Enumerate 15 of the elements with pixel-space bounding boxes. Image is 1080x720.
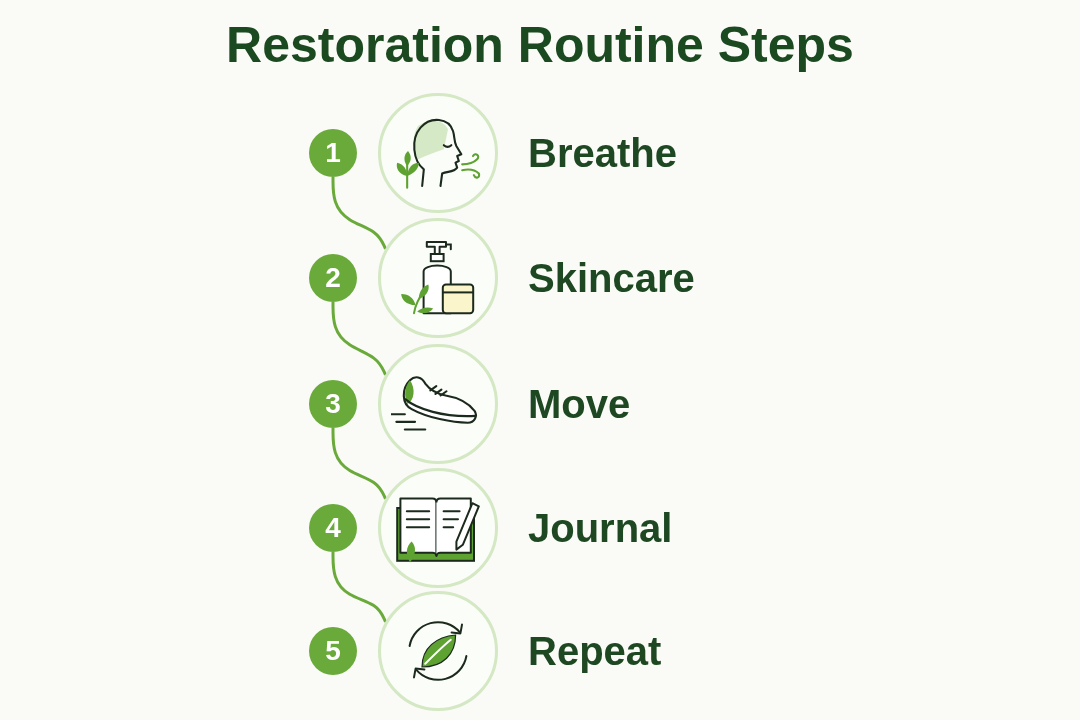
number-badge: 1 (309, 129, 357, 177)
step-label: Journal (528, 505, 673, 552)
step-label: Breathe (528, 130, 677, 177)
step-label: Repeat (528, 628, 662, 675)
step-label: Skincare (528, 255, 695, 302)
number-badge: 3 (309, 380, 357, 428)
step-label: Move (528, 381, 631, 428)
number-badge: 5 (309, 627, 357, 675)
number-badge: 4 (309, 504, 357, 552)
connector-line (331, 177, 387, 250)
connector-line (331, 302, 387, 376)
diagram-title: Restoration Routine Steps (225, 16, 855, 75)
connector-line (331, 428, 387, 500)
connector-line (331, 552, 387, 623)
number-badge: 2 (309, 254, 357, 302)
